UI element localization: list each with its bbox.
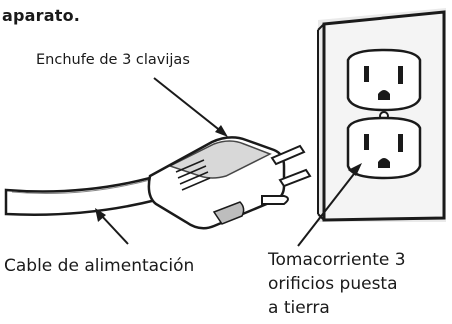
- power-cord: [4, 176, 158, 216]
- outlet-receptacle-bottom: [346, 116, 422, 180]
- cord-pointer-arrow: [95, 208, 129, 245]
- wall-outlet: [317, 8, 446, 222]
- outlet-label-line-2: orificios puesta: [268, 274, 398, 294]
- outlet-label: Tomacorriente 3 orificios puesta a tierr…: [268, 248, 406, 320]
- plug-prongs: [261, 144, 312, 205]
- plug-label: Enchufe de 3 clavijas: [36, 52, 190, 68]
- outlet-label-line-3: a tierra: [268, 298, 330, 318]
- plug-bottom-tab: [212, 201, 245, 225]
- cord-label: Cable de alimentación: [4, 256, 195, 276]
- caption-top-text: aparato.: [2, 6, 81, 25]
- outlet-plate-edge: [317, 23, 325, 31]
- outlet-receptacle-top: [346, 48, 422, 112]
- outlet-label-line-1: Tomacorriente 3: [268, 250, 406, 270]
- plug-grip-ridges: [175, 159, 211, 191]
- plug-pointer-arrow: [153, 77, 228, 137]
- three-prong-plug: [147, 136, 312, 230]
- outlet-pointer-arrow: [297, 163, 362, 247]
- plug-top-face: [168, 140, 272, 179]
